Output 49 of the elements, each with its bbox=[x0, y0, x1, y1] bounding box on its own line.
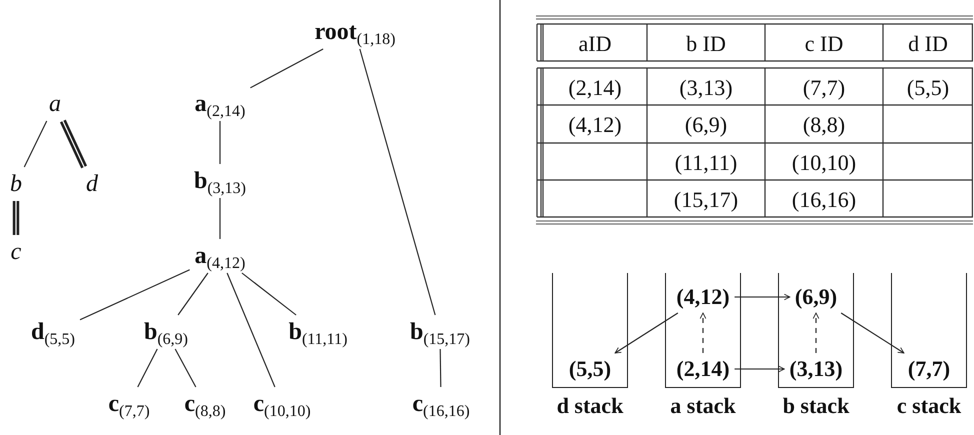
tree-edge bbox=[80, 269, 190, 320]
double-line bbox=[12, 200, 20, 236]
tree-edge bbox=[440, 349, 442, 387]
arrow bbox=[614, 312, 678, 354]
table-cell-text: (8,8) bbox=[802, 114, 846, 136]
query-node-label: a bbox=[49, 92, 61, 116]
table-cell-text: (5,5) bbox=[906, 76, 950, 98]
stack-label: d stack bbox=[556, 395, 624, 417]
double-line bbox=[60, 118, 88, 170]
query-node-label: d bbox=[86, 172, 98, 196]
table-cell-text: (6,9) bbox=[684, 114, 728, 136]
query-node-label: c bbox=[10, 240, 22, 264]
table-cell-text: (2,14) bbox=[568, 76, 622, 98]
stack-entry: (2,14) bbox=[676, 358, 730, 380]
tree-edge bbox=[137, 348, 158, 388]
tree-edge bbox=[219, 198, 221, 239]
table-cell-text: (3,13) bbox=[679, 76, 733, 98]
table-cell-text: (16,16) bbox=[792, 188, 856, 210]
tree-edge bbox=[242, 272, 296, 316]
table-cell-text: (11,11) bbox=[674, 152, 738, 174]
table-cell-text: (7,7) bbox=[802, 76, 846, 98]
tree-edge bbox=[24, 120, 48, 168]
stack-entry: (7,7) bbox=[908, 358, 950, 380]
column-header: b ID bbox=[686, 32, 726, 54]
column-header: c ID bbox=[804, 32, 844, 54]
stack-label: b stack bbox=[782, 395, 850, 417]
tree-edge bbox=[178, 272, 208, 316]
arrow bbox=[734, 294, 790, 300]
stack-entry: (5,5) bbox=[568, 358, 612, 380]
stack-entry: (6,9) bbox=[794, 286, 838, 308]
column-header: aID bbox=[578, 32, 612, 54]
arrow bbox=[700, 312, 706, 353]
stack-label: a stack bbox=[670, 395, 736, 417]
stack-entry: (4,12) bbox=[676, 286, 730, 308]
tree-edge bbox=[174, 348, 196, 388]
stack-entry: (3,13) bbox=[789, 358, 843, 380]
arrow bbox=[734, 366, 785, 372]
stack-label: c stack bbox=[896, 395, 962, 417]
arrow bbox=[840, 312, 904, 354]
column-header: d ID bbox=[908, 32, 948, 54]
table-cell-text: (15,17) bbox=[674, 188, 738, 210]
query-node-label: b bbox=[10, 172, 22, 196]
tree-edge bbox=[359, 48, 436, 316]
arrow bbox=[812, 312, 820, 353]
tree-edge bbox=[250, 48, 324, 88]
tree-edge bbox=[226, 272, 276, 388]
table-cell-text: (10,10) bbox=[792, 152, 856, 174]
tree-edge bbox=[219, 121, 221, 164]
table-cell-text: (4,12) bbox=[568, 114, 622, 136]
